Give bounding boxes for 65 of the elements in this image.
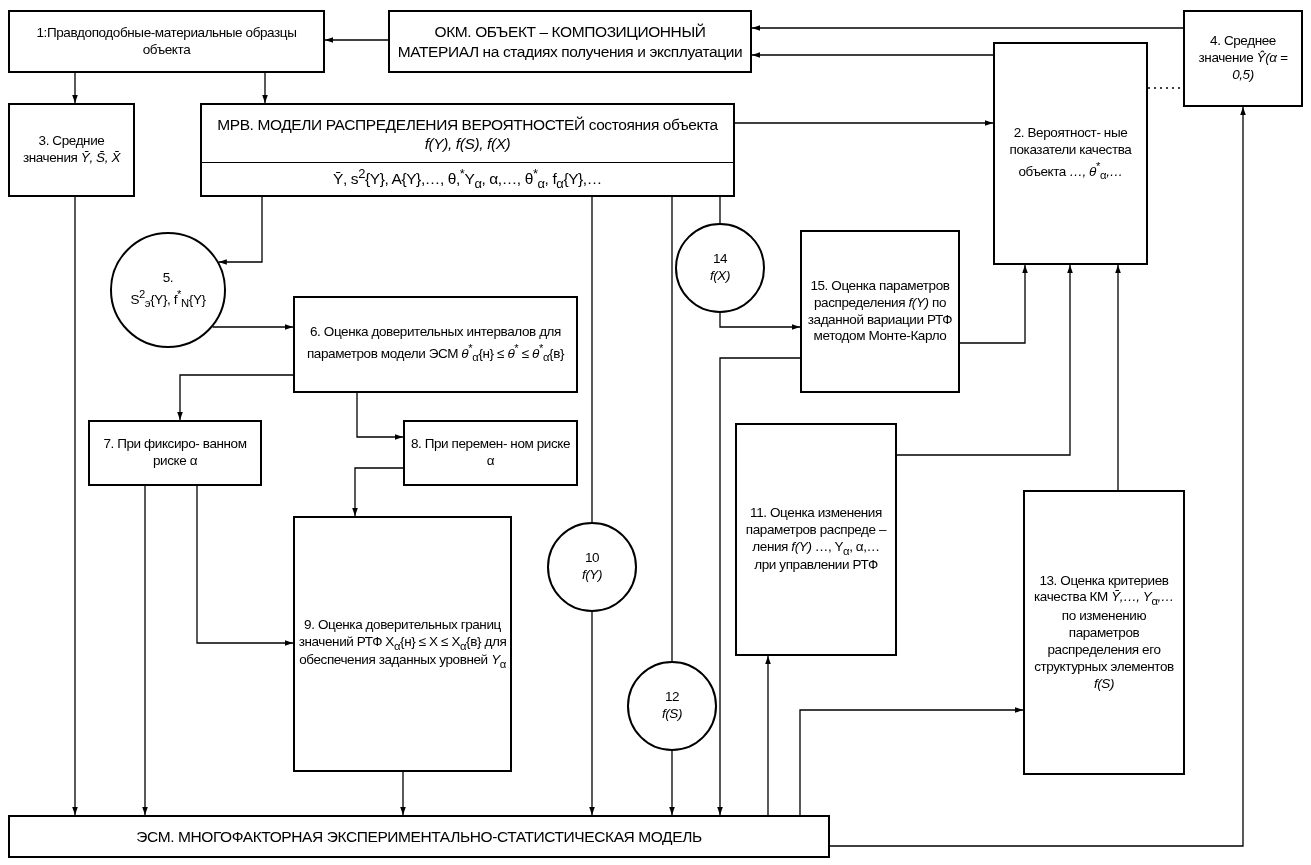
node-text: 7. При фиксиро- ванном риске α [102,436,248,470]
node-text: 12 [663,689,681,706]
node-text: f(X) [708,268,732,285]
arrow [669,750,675,816]
node-text: МРВ. МОДЕЛИ РАСПРЕДЕЛЕНИЯ ВЕРОЯТНОСТЕЙ состояния объекта f(Y), f(S), f(X) [216,114,719,154]
node-text: 9. Оценка доверительных границ значений РТФ X$_{α}${н} ≤ X ≤ X$_{α}${в} для обеспечения заданных уровней Y$_{α}$ [297,616,508,672]
node-text: f(Y) [580,567,604,584]
node-text: 10 [583,550,601,567]
node-text: 13. Оценка критериев качества КМ Ȳ,…, Y$_{α}$,… по изменению параметров распределения его структурных элементов f(S) [1033,572,1175,693]
arrow [262,72,268,104]
process-box [993,42,1148,265]
arrow [765,655,771,816]
arrow [829,106,1246,847]
arrow [719,312,801,330]
formula-row: Ȳ, s$^{2}${Y}, A{Y},…, θ,$^{*}$Y$_{α}$, α,…, θ$^{*}$$_{α}$, f$_{α}${Y},… [202,161,733,195]
node-text: f(S) [660,706,684,723]
node-text: S$^{2}$$_{э}${Y}, f$^{*}$$_{N}${Y} [129,286,207,311]
node-text: 8. При перемен- ном риске α [409,436,572,470]
arrow [72,196,78,816]
process-box [293,296,578,393]
node-text: 14 [711,251,729,268]
arrow [751,52,994,58]
connector-line [719,196,721,224]
arrow [589,611,595,816]
arrow [324,37,389,43]
process-box [200,103,735,197]
node-text: 6. Оценка доверительных интервалов для параметров модели ЭСМ θ$^{*}$$_{α}${н} ≤ θ$^{*}$ ≤ θ$^{*}$$_{α}${в} [305,324,566,365]
node-text: 11. Оценка изменения параметров распреде – ления f(Y) …, Y$_{α}$, α,… лри управлении РТФ [744,504,888,575]
process-box [8,815,830,858]
arrow [356,392,404,440]
process-box [388,10,752,73]
node-text: ЭСМ. МНОГОФАКТОРНАЯ ЭКСПЕРИМЕНТАЛЬНО-СТАТИСТИЧЕСКАЯ МОДЕЛЬ [135,826,703,847]
connector-line [671,196,673,662]
arrow [1115,264,1121,491]
arrow [959,264,1028,344]
arrow [352,467,404,517]
node-text: ОКМ. ОБЪЕКТ – КОМПОЗИЦИОННЫЙ МАТЕРИАЛ на стадиях получения и эксплуатации [396,22,744,61]
process-box [8,103,135,197]
process-box [800,230,960,393]
node-text: 2. Вероятност- ные показатели качества объекта …, θ$^{*}$$_{α}$,… [1008,125,1133,182]
process-box [1023,490,1185,775]
process-box [88,420,262,486]
arrow [799,707,1024,816]
arrow [751,25,1184,31]
arrow [896,264,1073,456]
process-box [8,10,325,73]
arrow [212,324,294,330]
arrow [218,196,263,265]
arrow [196,485,294,646]
node-text: 15. Оценка параметров распределения f(Y) по заданной вариации РТФ методом Монте-Карло [806,277,954,346]
arrow [717,357,801,816]
connector-line [591,196,593,523]
arrow [142,485,148,816]
process-box [403,420,578,486]
arrow [177,374,294,421]
arrow [734,120,994,126]
process-box [1183,10,1303,107]
node-text: 1:Правдоподобные-материальные образцы объекта [35,24,298,59]
node-text: 5. [161,269,175,287]
process-box [735,423,897,656]
node-text: 3. Средние значения Ȳ, S̄, X̄ [21,133,122,167]
process-box [293,516,512,772]
arrow [400,771,406,816]
arrow [72,72,78,104]
node-text: 4. Среднее значение Ŷ(α = 0,5) [1197,33,1289,84]
